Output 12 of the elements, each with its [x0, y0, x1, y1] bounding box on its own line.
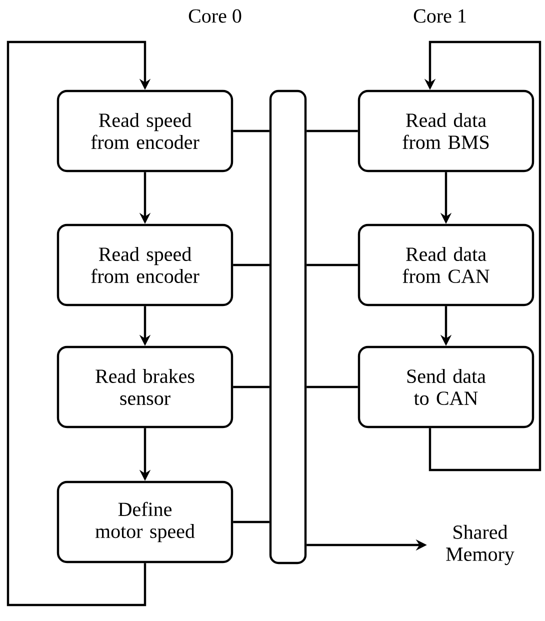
process-box: Read speed from encoder — [56, 90, 234, 172]
process-box: Send data to CAN — [358, 346, 534, 428]
process-box: Read brakes sensor — [56, 346, 234, 428]
process-box: Define motor speed — [56, 480, 234, 564]
process-box: Read data from BMS — [358, 90, 534, 172]
process-box: Read data from CAN — [358, 224, 534, 306]
core-label: Core 1 — [414, 9, 466, 23]
process-box: Read speed from encoder — [56, 224, 234, 306]
arrow — [6, 40, 151, 606]
shared-bus-bar — [269, 90, 307, 564]
core-label: Core 0 — [188, 9, 242, 23]
node-text: Shared Memory — [446, 524, 514, 566]
